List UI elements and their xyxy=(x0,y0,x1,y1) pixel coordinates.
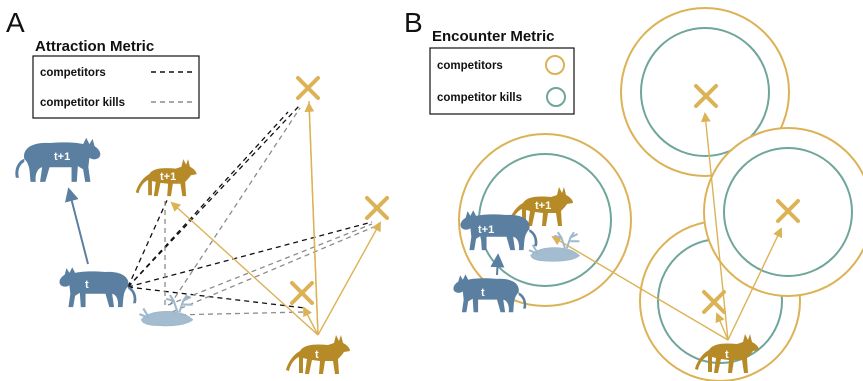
coyote-t-icon: t xyxy=(695,334,759,373)
available-location-icons xyxy=(290,76,389,305)
coyote-t1-icon: t+1 xyxy=(135,159,197,197)
coyote-t1-icon: t+1 xyxy=(509,187,573,226)
coyote-step-lines xyxy=(170,100,381,336)
encounter-circle-right xyxy=(703,127,863,297)
puma-step-line xyxy=(65,187,89,265)
panel-b: B Encounter Metric competito xyxy=(404,7,863,381)
puma-step-line xyxy=(490,253,505,276)
x-mark-icon xyxy=(290,281,314,305)
puma-t1-icon: t+1 xyxy=(460,210,538,251)
coyote-t-label: t xyxy=(315,349,319,361)
panel-b-letter: B xyxy=(404,7,423,38)
panel-a: A Attraction Metric competitors competit… xyxy=(6,7,389,374)
puma-t1-label: t+1 xyxy=(478,224,494,236)
puma-t-icon: t xyxy=(59,267,137,308)
panel-a-legend: competitors competitor kills xyxy=(32,55,200,119)
x-mark-icon xyxy=(776,199,800,223)
x-mark-icon xyxy=(365,196,389,220)
available-location-icons xyxy=(694,84,800,314)
x-mark-icon xyxy=(702,290,726,314)
coyote-step-lines xyxy=(551,112,783,341)
coyote-t-icon: t xyxy=(286,335,350,374)
kill-lines xyxy=(164,107,377,316)
legend-competitors-label: competitors xyxy=(437,60,503,72)
puma-t1-label: t+1 xyxy=(54,151,70,163)
coyote-t1-label: t+1 xyxy=(160,171,176,183)
encounter-circle-upper xyxy=(620,7,790,177)
panel-b-legend: competitors competitor kills xyxy=(429,47,575,115)
panel-a-letter: A xyxy=(6,7,25,38)
puma-t-label: t xyxy=(481,287,485,299)
legend-kills-label: competitor kills xyxy=(437,92,522,104)
legend-kills-swatch xyxy=(546,87,566,107)
competitor-lines xyxy=(127,104,373,309)
elk-kill-icon xyxy=(138,294,194,327)
x-mark-icon xyxy=(296,76,320,100)
legend-competitors-swatch xyxy=(545,55,565,75)
legend-box xyxy=(32,55,200,119)
coyote-t-label: t xyxy=(725,349,729,361)
legend-kills-label: competitor kills xyxy=(40,97,125,109)
puma-t1-icon: t+1 xyxy=(15,137,101,182)
panel-b-title: Encounter Metric xyxy=(432,28,555,45)
puma-t-label: t xyxy=(85,279,89,291)
x-mark-icon xyxy=(694,84,718,108)
panel-a-title: Attraction Metric xyxy=(35,38,154,55)
coyote-t1-label: t+1 xyxy=(535,200,551,212)
puma-t-icon: t xyxy=(453,274,527,313)
legend-competitors-label: competitors xyxy=(40,67,106,79)
legend-box xyxy=(429,47,575,115)
